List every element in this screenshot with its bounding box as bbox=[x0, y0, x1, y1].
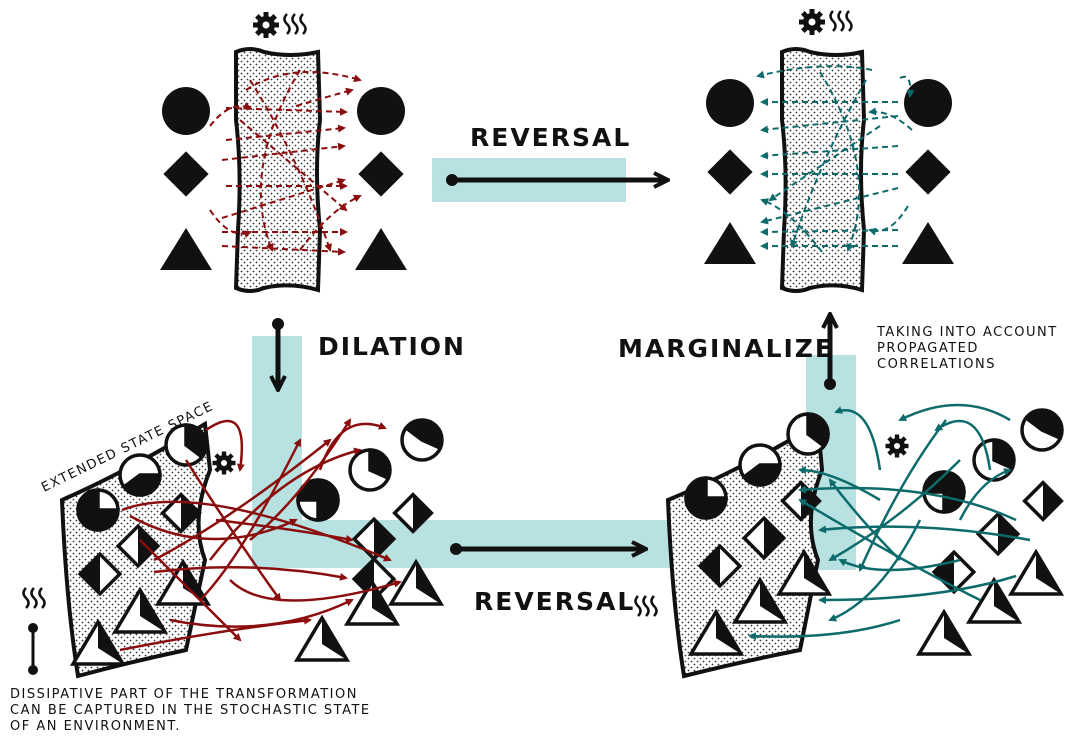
heat-icon bbox=[829, 10, 853, 32]
dissipative-note-line-1: DISSIPATIVE PART OF THE TRANSFORMATION bbox=[10, 687, 358, 702]
panel-reversed-process bbox=[704, 9, 954, 293]
circle-out bbox=[357, 87, 405, 135]
panel-dilated-reversed bbox=[634, 403, 1065, 679]
environment-bar-icon bbox=[28, 623, 38, 675]
dilated-forward-arrows bbox=[119, 418, 402, 652]
triangle-out bbox=[355, 228, 407, 270]
panel-forward-process bbox=[160, 12, 407, 293]
reversal-label-top: REVERSAL bbox=[470, 123, 631, 152]
stochastic-channel bbox=[233, 47, 323, 293]
gear-icon bbox=[253, 12, 279, 38]
circle-in bbox=[162, 87, 210, 135]
diamond-out bbox=[358, 151, 404, 197]
marginalize-arrow bbox=[824, 316, 836, 390]
gear-icon bbox=[212, 451, 236, 475]
dissipative-note-line-3: OF AN ENVIRONMENT. bbox=[10, 719, 181, 734]
dilation-label: DILATION bbox=[318, 332, 466, 361]
reversal-arrow-bottom bbox=[450, 543, 644, 555]
taking-into-account-line-3: CORRELATIONS bbox=[877, 357, 996, 372]
circle-right bbox=[904, 79, 952, 127]
panel-dilated-forward: EXTENDED STATE SPACE bbox=[22, 399, 445, 679]
reverse-arrows bbox=[756, 65, 915, 253]
triangle-left bbox=[704, 222, 756, 264]
dilated-reverse-arrows bbox=[748, 403, 1031, 641]
heat-icon bbox=[634, 595, 658, 617]
dissipative-note-line-2: CAN BE CAPTURED IN THE STOCHASTIC STATE bbox=[10, 703, 371, 718]
marginalize-label: MARGINALIZE bbox=[618, 334, 834, 363]
diamond-in bbox=[163, 151, 209, 197]
reversal-label-bottom: REVERSAL bbox=[474, 587, 635, 616]
taking-into-account-line-2: PROPAGATED bbox=[877, 341, 979, 356]
circle-left bbox=[706, 79, 754, 127]
taking-into-account-line-1: TAKING INTO ACCOUNT bbox=[876, 325, 1058, 340]
diamond-left bbox=[707, 149, 753, 195]
reversal-arrow-top bbox=[446, 174, 666, 186]
dilation-arrow bbox=[272, 318, 284, 388]
triangle-in bbox=[160, 228, 212, 270]
heat-icon bbox=[22, 587, 46, 609]
reversed-channel bbox=[779, 47, 867, 293]
heat-icon bbox=[283, 13, 307, 35]
triangle-right bbox=[902, 222, 954, 264]
gear-icon bbox=[885, 434, 909, 458]
forward-arrows bbox=[209, 69, 362, 256]
gear-icon bbox=[799, 9, 825, 35]
diamond-right bbox=[905, 149, 951, 195]
